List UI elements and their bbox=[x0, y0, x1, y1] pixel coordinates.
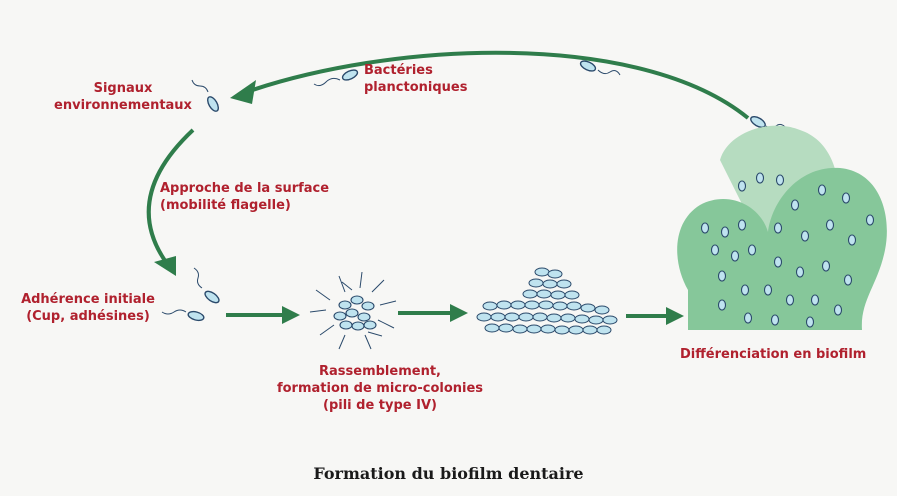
cycle-arrowhead-top bbox=[230, 80, 256, 104]
label-adhesion: Adhérence initiale (Cup, adhésines) bbox=[8, 291, 168, 325]
label-adhesion-line2: (Cup, adhésines) bbox=[26, 309, 150, 324]
stage-arrow-2 bbox=[398, 304, 468, 322]
cycle-arrow-left bbox=[146, 128, 195, 267]
bacteria-cluster bbox=[476, 267, 618, 335]
label-approach-line1: Approche de la surface bbox=[160, 181, 330, 196]
label-planktonic-line2: planctoniques bbox=[364, 80, 468, 95]
label-planktonic: Bactéries planctoniques bbox=[364, 62, 467, 96]
label-adhesion-line1: Adhérence initiale bbox=[21, 292, 155, 307]
label-gathering-line1: Rassemblement, bbox=[319, 364, 441, 379]
label-planktonic-line1: Bactéries bbox=[364, 63, 433, 78]
label-signals-line1: Signaux bbox=[93, 81, 153, 96]
label-gathering-line2: formation de micro-colonies bbox=[276, 381, 484, 396]
figure-caption: Formation du biofilm dentaire bbox=[313, 464, 584, 483]
stage-arrow-3 bbox=[626, 307, 684, 325]
label-gathering-line3: (pili de type IV) bbox=[323, 398, 437, 413]
label-differentiation-line1: Différenciation en biofilm bbox=[680, 347, 867, 362]
stage-arrow-1 bbox=[226, 306, 300, 324]
bacterium-planktonic-1 bbox=[313, 69, 359, 87]
mature-biofilm bbox=[677, 125, 887, 330]
label-differentiation: Différenciation en biofilm bbox=[680, 346, 866, 363]
label-gathering: Rassemblement, formation de micro-coloni… bbox=[265, 363, 495, 414]
bacterium-approach bbox=[193, 267, 220, 304]
bacterium-signal bbox=[191, 79, 219, 112]
label-approach-line2: (mobilité flagelle) bbox=[160, 198, 291, 213]
label-signals: Signaux environnementaux bbox=[48, 80, 198, 114]
bacterium-planktonic-2 bbox=[579, 60, 621, 76]
bacterium-adhered bbox=[161, 309, 205, 322]
label-approach: Approche de la surface (mobilité flagell… bbox=[160, 180, 329, 214]
cycle-arrowhead-left bbox=[154, 256, 176, 276]
label-signals-line2: environnementaux bbox=[54, 98, 192, 113]
micro-colony bbox=[309, 271, 397, 350]
cycle-arrow-top bbox=[237, 50, 750, 120]
